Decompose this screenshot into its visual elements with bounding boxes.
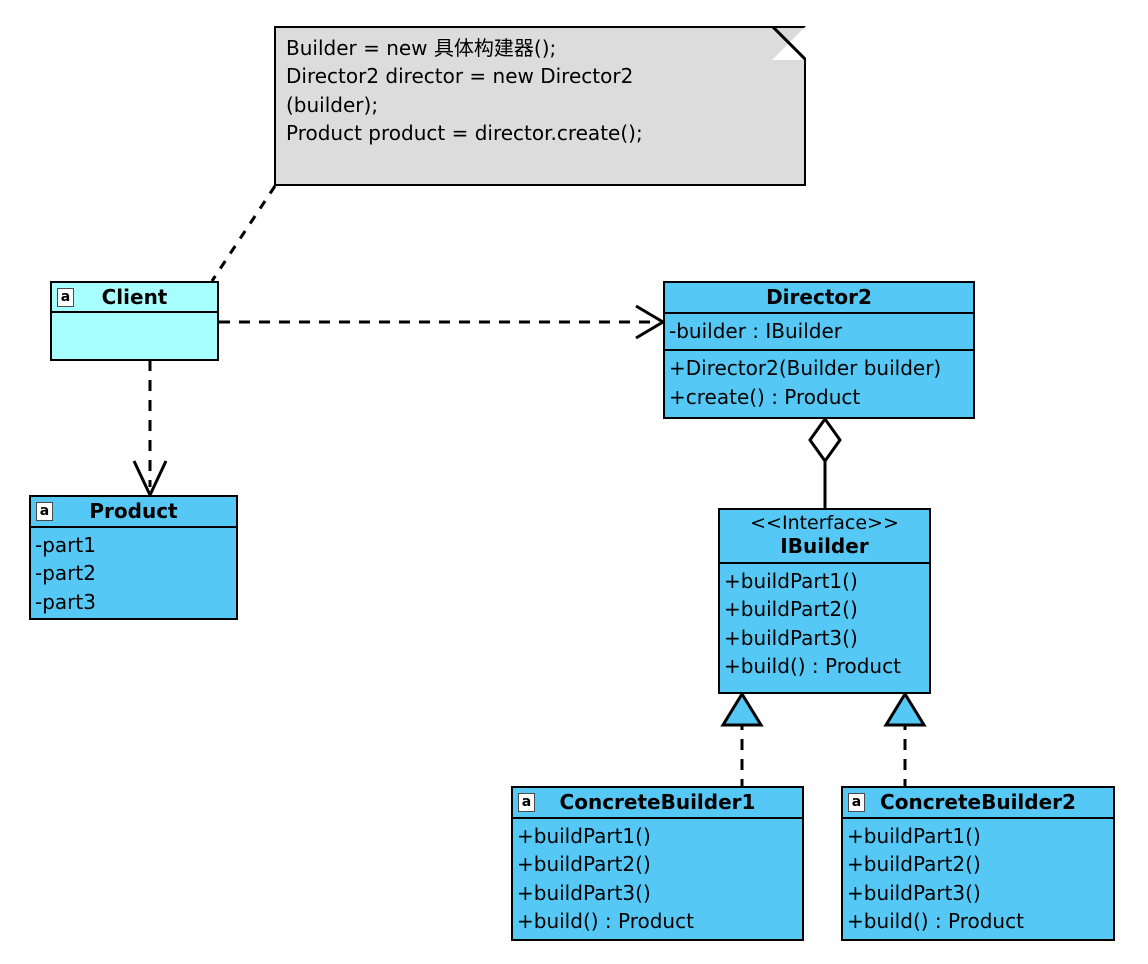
class-director2-header: Director2 <box>665 283 973 314</box>
code-note[interactable]: Builder = new 具体构建器(); Director2 directo… <box>274 26 806 186</box>
class-concretebuilder1-header: a ConcreteBuilder1 <box>513 788 802 819</box>
class-client[interactable]: a Client <box>50 281 219 361</box>
operation-buildpart3: +buildPart3() <box>847 880 981 905</box>
operation-buildpart3: +buildPart3() <box>724 625 858 650</box>
client-director2-arrowhead <box>635 304 666 340</box>
operation-constructor: +Director2(Builder builder) <box>669 356 942 381</box>
class-icon: a <box>518 793 535 812</box>
note-line-2: Director2 director = new Director2 <box>286 64 634 89</box>
class-concretebuilder1-name: ConcreteBuilder1 <box>559 790 756 814</box>
cb2-realization-triangle <box>883 691 927 727</box>
class-icon: a <box>36 502 53 521</box>
operation-build: +build() : Product <box>724 654 901 679</box>
class-product-header: a Product <box>31 497 236 528</box>
class-concretebuilder2-name: ConcreteBuilder2 <box>880 790 1076 814</box>
class-ibuilder[interactable]: <<Interface>> IBuilder +buildPart1() +bu… <box>718 508 931 694</box>
class-director2[interactable]: Director2 -builder : IBuilder +Director2… <box>663 281 975 419</box>
note-fold-corner <box>772 26 806 60</box>
class-concretebuilder2-header: a ConcreteBuilder2 <box>843 788 1113 819</box>
class-icon: a <box>57 288 74 307</box>
class-director2-name: Director2 <box>766 285 872 309</box>
class-concretebuilder2-operations: +buildPart1() +buildPart2() +buildPart3(… <box>843 819 1113 940</box>
class-client-header: a Client <box>52 283 217 313</box>
class-director2-operations: +Director2(Builder builder) +create() : … <box>665 349 973 415</box>
operation-buildpart1: +buildPart1() <box>847 824 981 848</box>
operation-buildpart1: +buildPart1() <box>724 569 858 593</box>
class-director2-attributes: -builder : IBuilder <box>665 314 973 349</box>
aggregation-diamond <box>808 416 842 464</box>
class-client-attributes <box>52 313 217 349</box>
class-concretebuilder1-operations: +buildPart1() +buildPart2() +buildPart3(… <box>513 819 802 940</box>
class-ibuilder-stereotype: <<Interface>> <box>750 512 899 534</box>
attribute-part2: -part2 <box>35 561 96 586</box>
class-product-attributes: -part1 -part2 -part3 <box>31 528 236 620</box>
class-concretebuilder1[interactable]: a ConcreteBuilder1 +buildPart1() +buildP… <box>511 786 804 941</box>
note-anchor-line <box>210 185 277 282</box>
note-line-3: (builder); <box>286 92 379 117</box>
operation-build: +build() : Product <box>847 909 1024 934</box>
operation-buildpart3: +buildPart3() <box>517 880 651 905</box>
class-icon: a <box>848 793 865 812</box>
class-concretebuilder2[interactable]: a ConcreteBuilder2 +buildPart1() +buildP… <box>841 786 1115 941</box>
operation-create: +create() : Product <box>669 384 861 409</box>
note-line-1: Builder = new 具体构建器(); <box>286 36 557 60</box>
attribute-builder: -builder : IBuilder <box>669 319 843 343</box>
operation-buildpart1: +buildPart1() <box>517 824 651 848</box>
operation-build: +build() : Product <box>517 909 694 934</box>
class-product[interactable]: a Product -part1 -part2 -part3 <box>29 495 238 620</box>
cb1-realization-triangle <box>720 691 764 727</box>
class-client-name: Client <box>101 285 168 309</box>
attribute-part3: -part3 <box>35 589 96 614</box>
class-ibuilder-header: <<Interface>> IBuilder <box>720 510 929 564</box>
note-line-4: Product product = director.create(); <box>286 121 643 146</box>
operation-buildpart2: +buildPart2() <box>847 852 981 877</box>
operation-buildpart2: +buildPart2() <box>517 852 651 877</box>
attribute-part1: -part1 <box>35 533 96 557</box>
class-ibuilder-name: IBuilder <box>780 533 869 558</box>
client-product-arrowhead <box>132 460 168 499</box>
class-product-name: Product <box>89 499 178 523</box>
class-ibuilder-operations: +buildPart1() +buildPart2() +buildPart3(… <box>720 564 929 685</box>
operation-buildpart2: +buildPart2() <box>724 597 858 622</box>
